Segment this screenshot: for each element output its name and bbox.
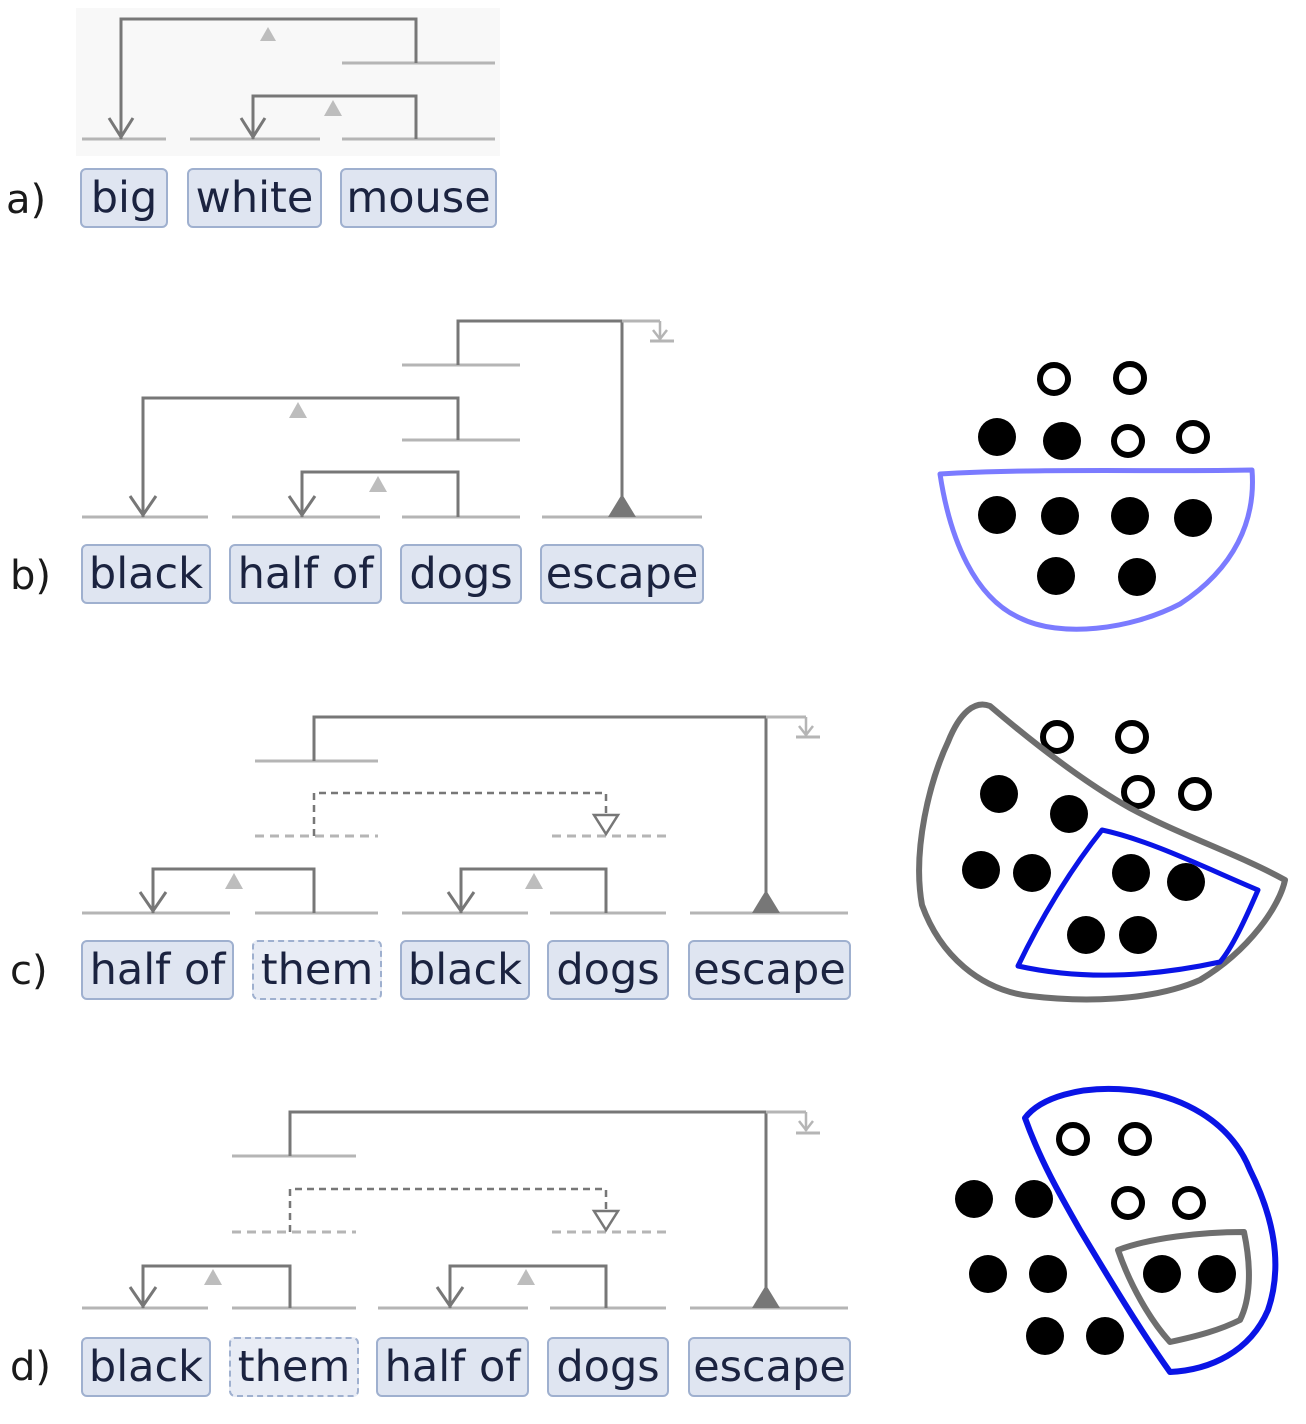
black-dot-icon [978,496,1016,534]
panel-label-d: d) [10,1344,51,1390]
white-dot-icon [1172,1186,1206,1220]
white-dot-icon [1111,424,1145,458]
word-token: dogs [400,544,522,604]
black-dot-icon [1119,916,1157,954]
word-token: escape [540,544,704,604]
word-token: escape [688,940,851,1000]
word-token-implicit: them [229,1337,359,1397]
illustration-d [955,1085,1279,1375]
word-token: half of [376,1337,529,1397]
white-dot-icon [1056,1122,1090,1156]
black-dot-icon [962,851,1000,889]
panel-label-c: c) [10,948,48,994]
white-dot-icon [1118,1122,1152,1156]
illustration-b [937,361,1255,632]
outline-gray [916,701,1288,1003]
panel-b-tree [82,319,702,519]
word-token: white [187,168,322,228]
white-dot-icon [1176,420,1210,454]
word-token: half of [81,940,234,1000]
black-dot-icon [955,1180,993,1218]
word-token: big [80,168,168,228]
word-token: dogs [547,940,669,1000]
word-token: dogs [547,1337,669,1397]
black-dot-icon [1029,1255,1067,1293]
black-dot-icon [1041,497,1079,535]
outline-gray [1115,1229,1252,1345]
black-dot-icon [1026,1317,1064,1355]
word-token: escape [688,1337,851,1397]
black-dot-icon [1174,499,1212,537]
black-dot-icon [1143,1255,1181,1293]
word-token: black [81,544,211,604]
panel-a-background [76,8,500,156]
black-dot-icon [1111,497,1149,535]
black-dot-icon [1015,1180,1053,1218]
white-dot-icon [1113,361,1147,395]
black-dot-icon [1067,916,1105,954]
outline-blue [1015,827,1261,978]
white-dot-icon [1040,720,1074,754]
panel-label-a: a) [6,177,47,223]
black-dot-icon [1050,795,1088,833]
white-dot-icon [1115,720,1149,754]
black-dot-icon [1043,422,1081,460]
word-token: half of [229,544,382,604]
white-dot-icon [1121,775,1155,809]
panel-d-tree [82,1110,848,1310]
white-dot-icon [1111,1186,1145,1220]
black-dot-icon [1198,1255,1236,1293]
illustration-c [916,701,1288,1003]
black-dot-icon [969,1255,1007,1293]
black-dot-icon [1013,854,1051,892]
word-token: mouse [340,168,497,228]
black-dot-icon [1118,558,1156,596]
black-dot-icon [1086,1317,1124,1355]
outline-light-blue [937,467,1255,632]
word-token-implicit: them [252,940,382,1000]
white-dot-icon [1178,777,1212,811]
black-dot-icon [978,418,1016,456]
outline-blue [1022,1085,1279,1375]
black-dot-icon [1112,854,1150,892]
panel-label-b: b) [10,553,51,599]
black-dot-icon [1037,557,1075,595]
word-token: black [81,1337,211,1397]
panel-a-tree [76,8,500,156]
black-dot-icon [1167,863,1205,901]
white-dot-icon [1037,362,1071,396]
panel-c-tree [82,715,848,915]
word-token: black [400,940,530,1000]
black-dot-icon [980,775,1018,813]
